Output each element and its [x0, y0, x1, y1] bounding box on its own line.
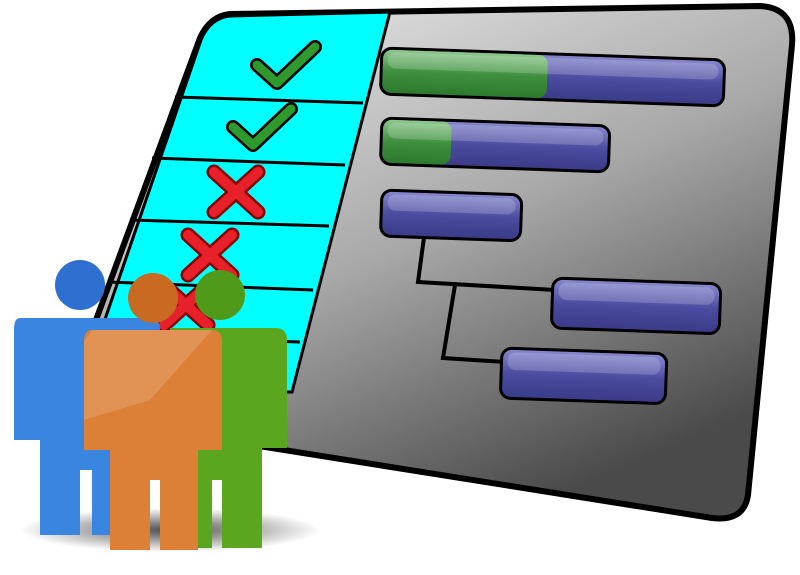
check-icon [250, 40, 322, 90]
cross-icon [206, 164, 266, 220]
task-bar-body [499, 346, 669, 405]
task-progress-fill [382, 119, 452, 165]
task-progress-fill [382, 49, 548, 98]
person-orange [84, 273, 222, 550]
check-icon [226, 102, 298, 152]
dependency-lines [415, 229, 556, 364]
task-bar-body [379, 188, 524, 243]
task-bar-gloss [387, 194, 516, 215]
task-bar-gloss [387, 52, 719, 80]
cross-icon [180, 227, 240, 283]
gantt-task-bar[interactable] [379, 46, 726, 108]
gantt-task-bar[interactable] [379, 116, 612, 174]
task-bar-body [550, 276, 723, 335]
task-bar-gloss [387, 122, 604, 146]
task-bar-gloss [558, 282, 715, 305]
task-bar-gloss [507, 352, 661, 375]
gantt-task-bar[interactable] [550, 276, 723, 335]
gantt-task-bar[interactable] [379, 188, 524, 243]
gantt-task-bar[interactable] [499, 346, 669, 405]
